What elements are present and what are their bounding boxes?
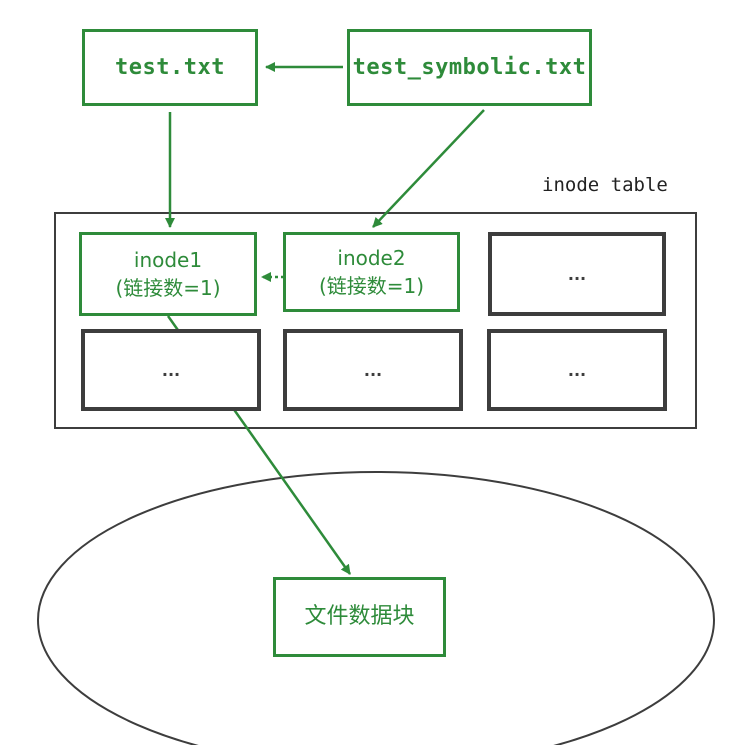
inode2-box: inode2 (链接数=1) bbox=[283, 232, 460, 312]
inode2-links: (链接数=1) bbox=[318, 274, 425, 298]
storage-ellipse bbox=[37, 471, 715, 745]
inode-cell-placeholder: ... bbox=[567, 264, 587, 284]
file-test-txt: test.txt bbox=[82, 29, 258, 106]
file-test-txt-label: test.txt bbox=[115, 55, 225, 80]
inode1-links: (链接数=1) bbox=[115, 276, 221, 300]
inode-cell-empty: ... bbox=[283, 329, 463, 411]
arrow-symbolic-to-inode2 bbox=[372, 109, 485, 228]
file-test-symbolic-txt-label: test_symbolic.txt bbox=[352, 55, 587, 80]
inode-cell-empty: ... bbox=[81, 329, 261, 411]
inode-cell-placeholder: ... bbox=[363, 360, 383, 380]
inode-table-container bbox=[54, 212, 697, 429]
inode1-box: inode1 (链接数=1) bbox=[79, 232, 257, 316]
inode2-name: inode2 bbox=[337, 246, 406, 270]
file-test-symbolic-txt: test_symbolic.txt bbox=[347, 29, 592, 106]
data-block-box: 文件数据块 bbox=[273, 577, 446, 657]
inode-cell-placeholder: ... bbox=[161, 360, 181, 380]
inode-cell-placeholder: ... bbox=[567, 360, 587, 380]
data-block-label: 文件数据块 bbox=[304, 604, 415, 629]
inode-cell-empty: ... bbox=[487, 329, 667, 411]
inode-table-title: inode table bbox=[542, 174, 668, 196]
inode-cell-empty: ... bbox=[488, 232, 666, 316]
inode1-name: inode1 bbox=[133, 248, 203, 272]
